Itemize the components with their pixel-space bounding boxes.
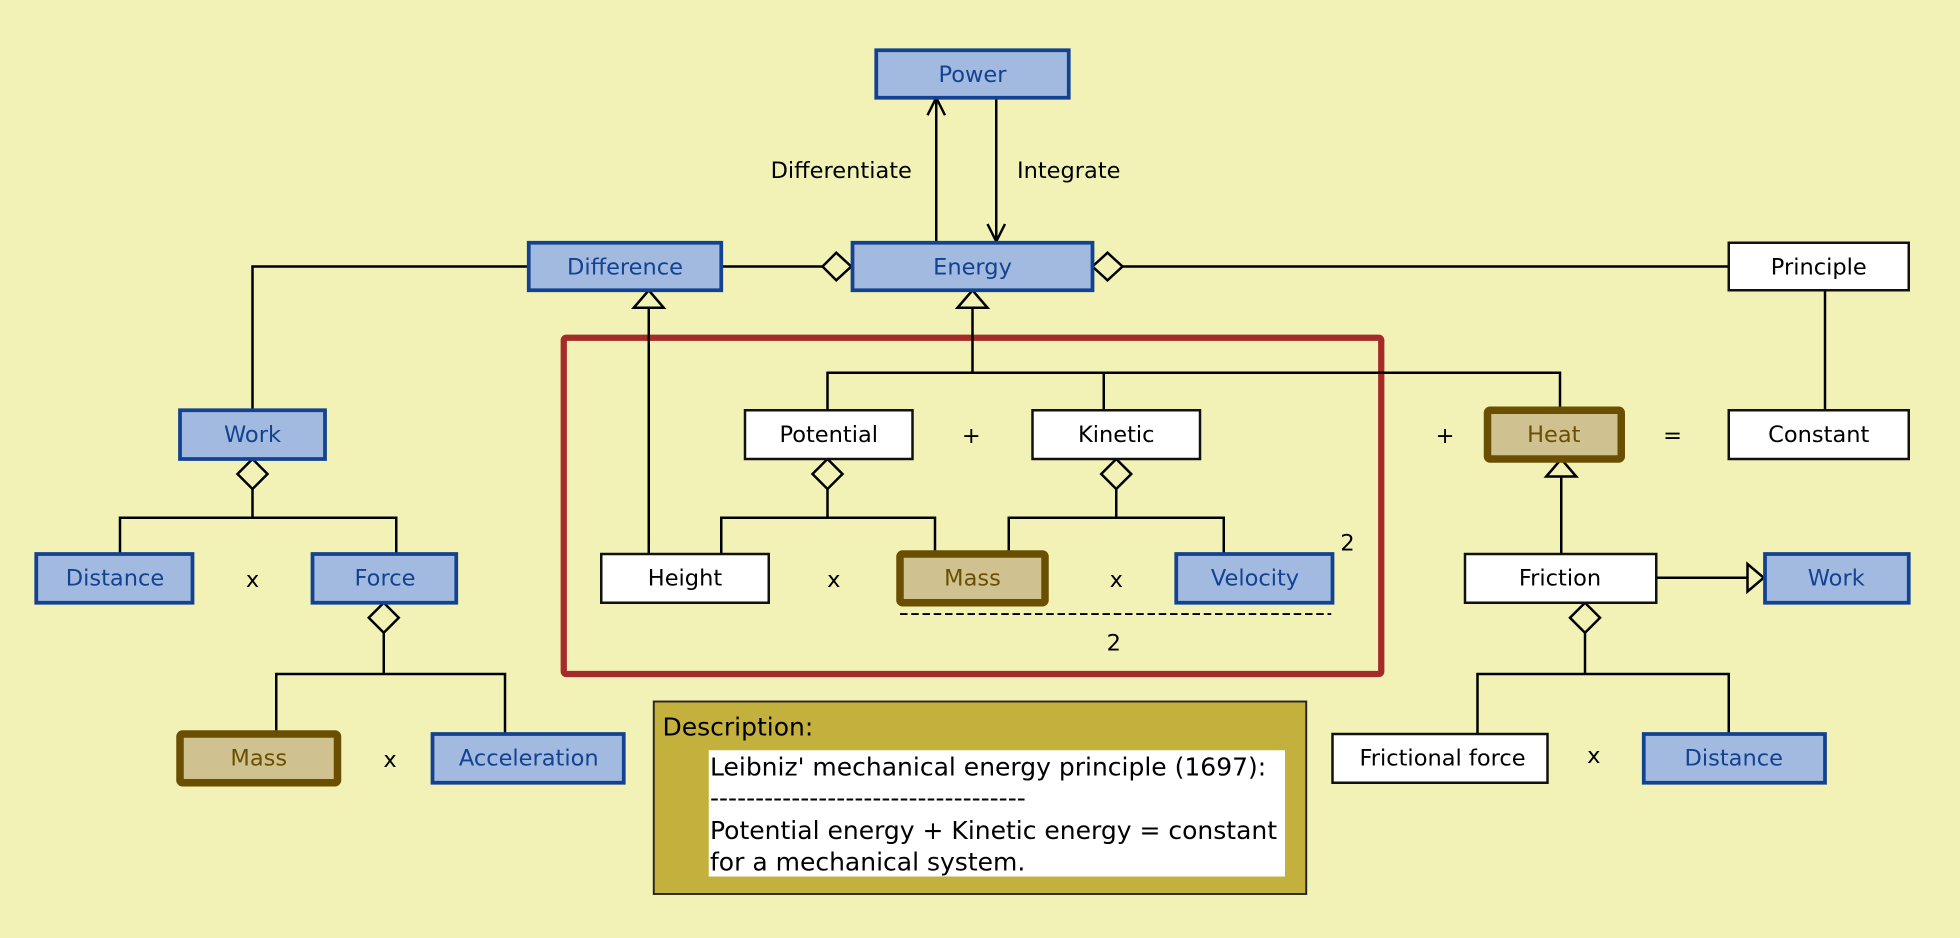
node-power[interactable]: Power: [874, 48, 1071, 100]
node-label: Distance: [66, 566, 164, 592]
description-line: for a mechanical system.: [710, 847, 1025, 876]
node-acceleration[interactable]: Acceleration: [430, 732, 626, 785]
node-label: Energy: [933, 254, 1012, 280]
node-label: Work: [1808, 566, 1865, 592]
operator-plus: +: [962, 423, 981, 449]
node-kinetic[interactable]: Kinetic: [1031, 409, 1202, 461]
node-distance-left[interactable]: Distance: [34, 552, 195, 605]
node-mass-center[interactable]: Mass: [896, 550, 1049, 607]
friction-children-bracket: [1476, 672, 1730, 734]
node-force[interactable]: Force: [310, 552, 459, 605]
difference-work-link: [251, 265, 528, 411]
node-principle[interactable]: Principle: [1727, 241, 1910, 292]
description-box: Description: Leibniz' mechanical energy …: [652, 700, 1308, 895]
force-children-bracket: [275, 672, 507, 734]
energy-subtypes-bracket: [826, 371, 1562, 411]
integrate-label: Integrate: [1017, 158, 1121, 184]
node-label: Velocity: [1211, 566, 1299, 592]
description-line: -----------------------------------: [710, 784, 1026, 813]
potential-children-bracket: [720, 516, 937, 554]
description-line: Leibniz' mechanical energy principle (16…: [710, 752, 1266, 781]
node-label: Mass: [230, 746, 287, 772]
node-constant[interactable]: Constant: [1727, 409, 1910, 461]
node-label: Power: [938, 62, 1007, 88]
node-label: Mass: [944, 566, 1001, 592]
inheritance-triangle: [1746, 561, 1766, 595]
node-mass-left[interactable]: Mass: [176, 730, 342, 787]
kinetic-children-bracket: [1007, 516, 1225, 554]
node-label: Heat: [1527, 422, 1581, 448]
node-velocity[interactable]: Velocity: [1174, 552, 1335, 605]
node-work-right[interactable]: Work: [1763, 552, 1911, 605]
node-distance-right[interactable]: Distance: [1641, 732, 1827, 785]
differentiate-label: Differentiate: [771, 158, 912, 184]
node-label: Potential: [779, 422, 878, 448]
node-label: Acceleration: [459, 746, 599, 772]
node-work-left[interactable]: Work: [178, 408, 327, 461]
description-title: Description:: [663, 712, 814, 741]
connectors: [118, 94, 1827, 734]
operator-times: x: [383, 747, 396, 773]
node-height[interactable]: Height: [600, 552, 770, 604]
operator-equals: =: [1663, 423, 1682, 449]
velocity-exponent: 2: [1340, 531, 1354, 557]
node-energy[interactable]: Energy: [850, 240, 1095, 293]
operator-times: x: [827, 567, 840, 593]
denominator: 2: [1107, 631, 1121, 657]
operator-times: x: [246, 567, 259, 593]
operator-plus: +: [1436, 423, 1455, 449]
node-label: Force: [355, 566, 416, 592]
node-label: Distance: [1685, 746, 1783, 772]
node-label: Friction: [1519, 566, 1601, 592]
node-label: Constant: [1768, 422, 1869, 448]
node-potential[interactable]: Potential: [743, 409, 914, 461]
node-friction[interactable]: Friction: [1463, 552, 1658, 604]
node-label: Difference: [567, 254, 683, 280]
description-line: Potential energy + Kinetic energy = cons…: [710, 816, 1277, 845]
work-children-bracket: [118, 516, 398, 554]
node-label: Height: [648, 566, 723, 592]
node-label: Frictional force: [1359, 746, 1525, 772]
node-difference[interactable]: Difference: [526, 240, 724, 293]
node-frictional-force[interactable]: Frictional force: [1331, 732, 1549, 784]
description-content: [708, 750, 1285, 877]
node-label: Work: [224, 422, 281, 448]
node-label: Kinetic: [1078, 422, 1155, 448]
operator-times: x: [1110, 567, 1123, 593]
node-label: Principle: [1771, 254, 1867, 280]
node-heat[interactable]: Heat: [1483, 406, 1625, 463]
operator-times: x: [1587, 743, 1600, 769]
